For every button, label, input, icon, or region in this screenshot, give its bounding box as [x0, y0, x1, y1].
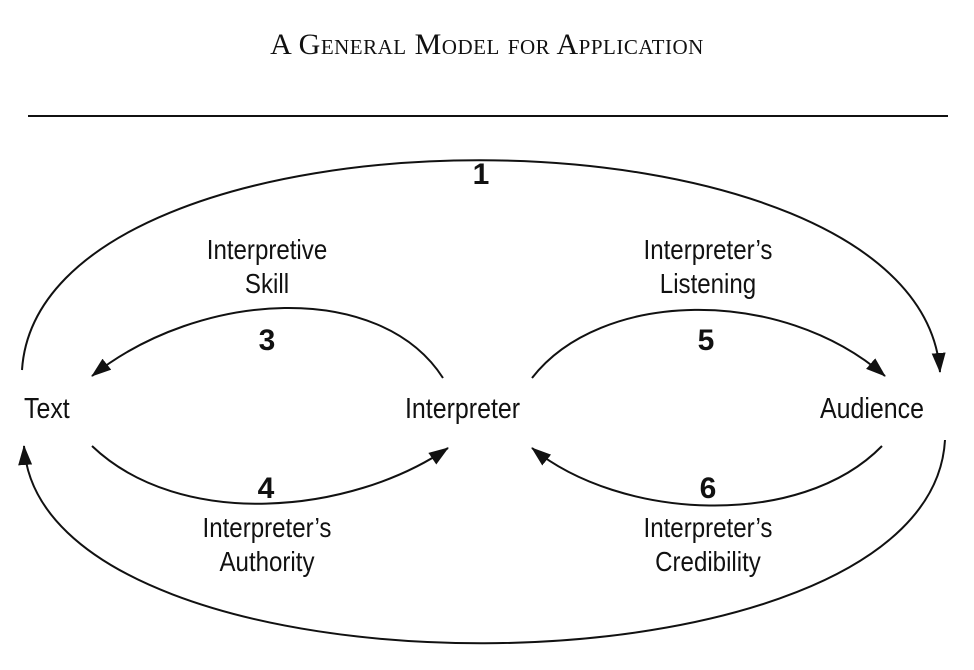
arc-number-1: 1: [472, 158, 490, 191]
label-line: Interpretive: [206, 234, 328, 265]
label-interpreters-authority: Interpreter’s Authority: [172, 511, 361, 579]
node-text: Text: [24, 393, 70, 425]
arc-number-3: 3: [258, 324, 276, 357]
label-line: Authority: [219, 546, 315, 577]
label-interpretive-skill: Interpretive Skill: [181, 233, 353, 301]
label-line: Skill: [244, 268, 290, 299]
arc-number-4: 4: [257, 472, 275, 505]
arc-5-interpreter-to-audience: [531, 308, 886, 379]
label-line: Credibility: [655, 546, 761, 577]
arc-1-text-to-audience: [21, 159, 946, 373]
node-interpreter: Interpreter: [405, 393, 521, 425]
label-line: Interpreter’s: [202, 512, 332, 543]
arc-number-5: 5: [697, 324, 715, 357]
arc-4-text-to-interpreter: [91, 445, 449, 505]
arc-3-interpreter-to-text: [91, 307, 444, 379]
arc-audience-to-text: [18, 439, 946, 645]
title-divider: [28, 115, 948, 117]
arc-number-6: 6: [699, 472, 717, 505]
label-line: Listening: [659, 268, 757, 299]
label-interpreters-credibility: Interpreter’s Credibility: [613, 511, 802, 579]
label-line: Interpreter’s: [643, 512, 773, 543]
label-line: Interpreter’s: [643, 234, 773, 265]
label-interpreters-listening: Interpreter’s Listening: [622, 233, 794, 301]
diagram-title: A General Model for Application: [270, 28, 704, 61]
node-audience: Audience: [820, 393, 925, 425]
arc-6-audience-to-interpreter: [531, 445, 883, 507]
